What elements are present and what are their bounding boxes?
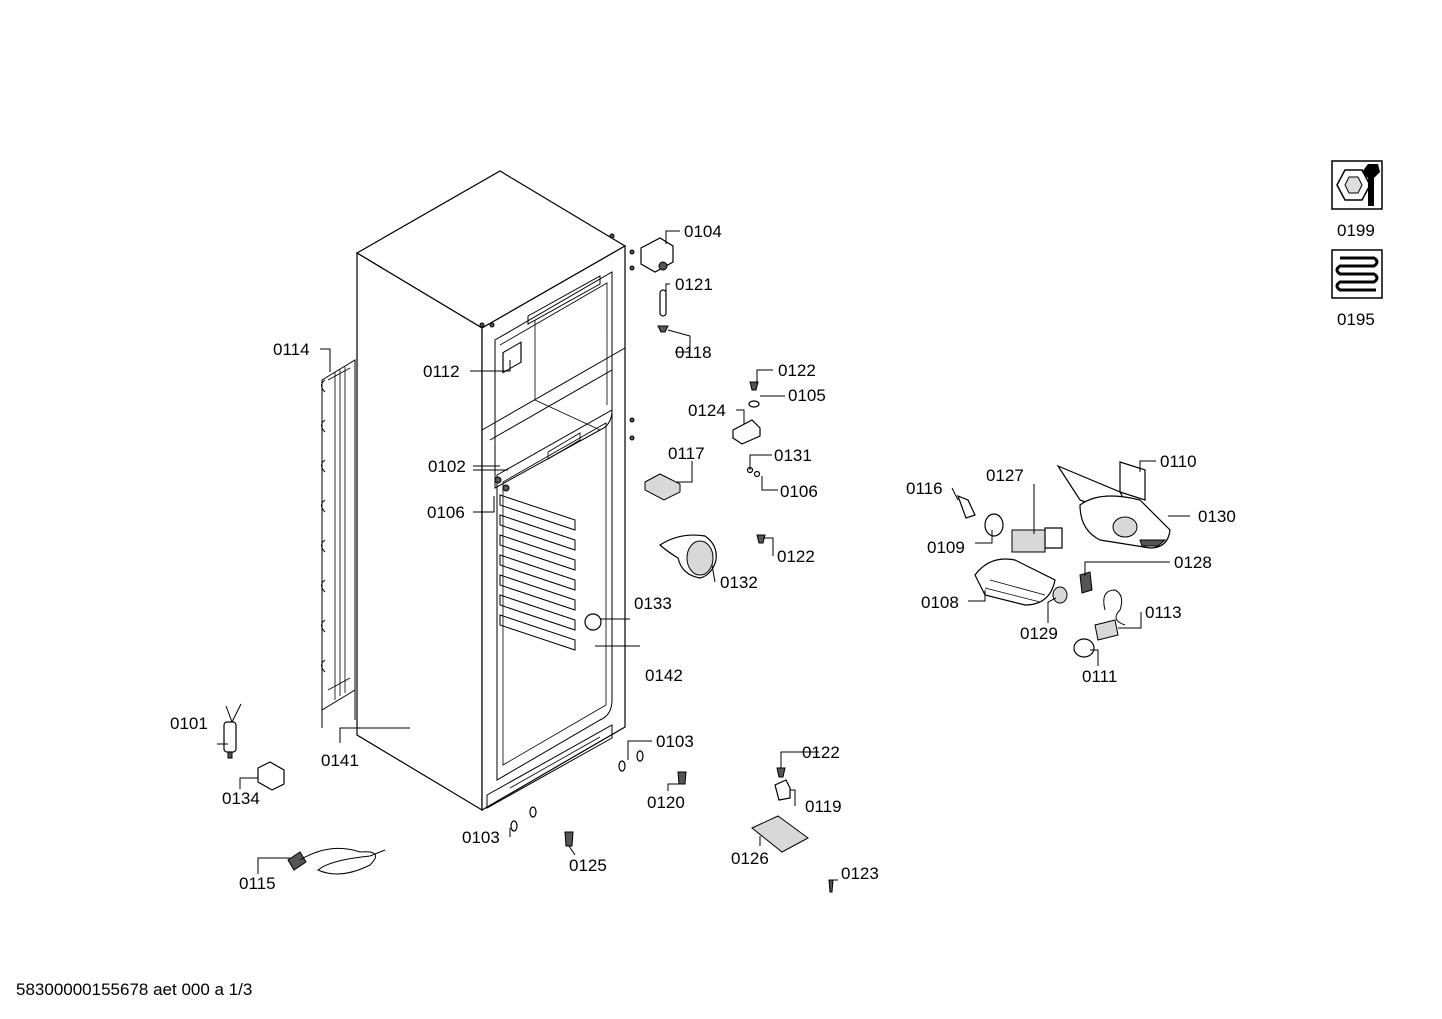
label-0122-a: 0122 [778,361,816,380]
bush-0118 [657,325,669,333]
sensor-0113 [1094,589,1126,641]
label-0102: 0102 [428,457,466,476]
tool-label-0195: 0195 [1337,310,1375,329]
document-footer: 58300000155678 aet 000 a 1/3 [16,980,253,999]
label-0120: 0120 [647,793,685,812]
label-0113: 0113 [1145,603,1182,622]
condenser-part [321,359,356,728]
label-0103-a: 0103 [656,732,694,751]
label-0105: 0105 [788,386,826,405]
switch-0128 [1079,571,1093,594]
label-0133: 0133 [634,594,672,613]
label-0122-b: 0122 [777,547,815,566]
screw-0123 [828,879,834,893]
label-0118: 0118 [675,343,712,362]
leader-lines [217,230,1190,881]
inner-shelves [499,494,576,651]
part-labels: 0104 0121 0118 0114 0112 0122 0105 0124 … [170,221,1375,893]
label-0117: 0117 [668,444,705,463]
label-0115: 0115 [239,874,276,893]
label-0124: 0124 [688,401,726,420]
lamp-cover-0108 [974,558,1056,606]
label-0122-c: 0122 [802,743,840,762]
bracket-0124 [732,419,761,445]
label-0127: 0127 [986,466,1024,485]
hinge-plate-0126 [751,815,809,853]
thermostat-housing-0130 [1056,464,1171,549]
washers-0103-b [510,806,537,832]
label-0110: 0110 [1160,452,1197,471]
label-0123: 0123 [841,864,879,883]
tool-label-0199: 0199 [1337,221,1375,240]
label-0103-b: 0103 [462,828,500,847]
label-0142: 0142 [645,666,683,685]
label-0131: 0131 [774,446,812,465]
label-0109: 0109 [927,538,965,557]
screw-0120 [677,771,687,785]
label-0130: 0130 [1198,507,1236,526]
label-0116: 0116 [906,479,943,498]
label-0134: 0134 [222,789,260,808]
label-0126: 0126 [731,849,769,868]
clip-0134 [257,761,285,791]
thermostat-0127 [1011,527,1063,553]
ring-0109 [984,513,1004,537]
label-0104: 0104 [684,222,722,241]
heating-coil-icon [1331,249,1383,299]
fan-cover-0132 [659,534,717,579]
label-0112: 0112 [423,362,460,381]
label-0132: 0132 [720,573,758,592]
label-0119: 0119 [805,797,842,816]
knob-0129 [1052,586,1068,604]
label-0129: 0129 [1020,624,1058,643]
screw-0122-a [749,381,759,391]
label-0106-b: 0106 [780,482,818,501]
label-0114: 0114 [273,340,310,359]
label-0111: 0111 [1082,667,1117,686]
label-0141: 0141 [321,751,359,770]
bracket-0110 [1119,461,1146,501]
screw-0125 [564,831,574,847]
washers-0103-a [618,750,644,772]
label-0128: 0128 [1174,553,1212,572]
fridge-cabinet [355,170,635,812]
switch-0117 [644,473,681,501]
label-0121: 0121 [675,275,713,294]
screws-0131 [746,466,761,478]
label-0101: 0101 [170,714,208,733]
sensor-0101 [223,703,242,759]
washer-0105 [748,400,760,408]
power-cord-0115 [287,847,386,875]
pin-0121 [659,289,667,317]
nut-wrench-icon [1331,160,1383,210]
label-0108: 0108 [921,593,959,612]
label-0106-a: 0106 [427,503,465,522]
screw-0122-b [756,534,766,544]
hinge-top-0104 [640,237,674,273]
screw-0122-c [776,767,786,778]
label-0125: 0125 [569,856,607,875]
hinge-pin-0119 [774,779,791,801]
lamp-socket-0116 [956,494,976,519]
light-bulb-0111 [1073,638,1095,658]
